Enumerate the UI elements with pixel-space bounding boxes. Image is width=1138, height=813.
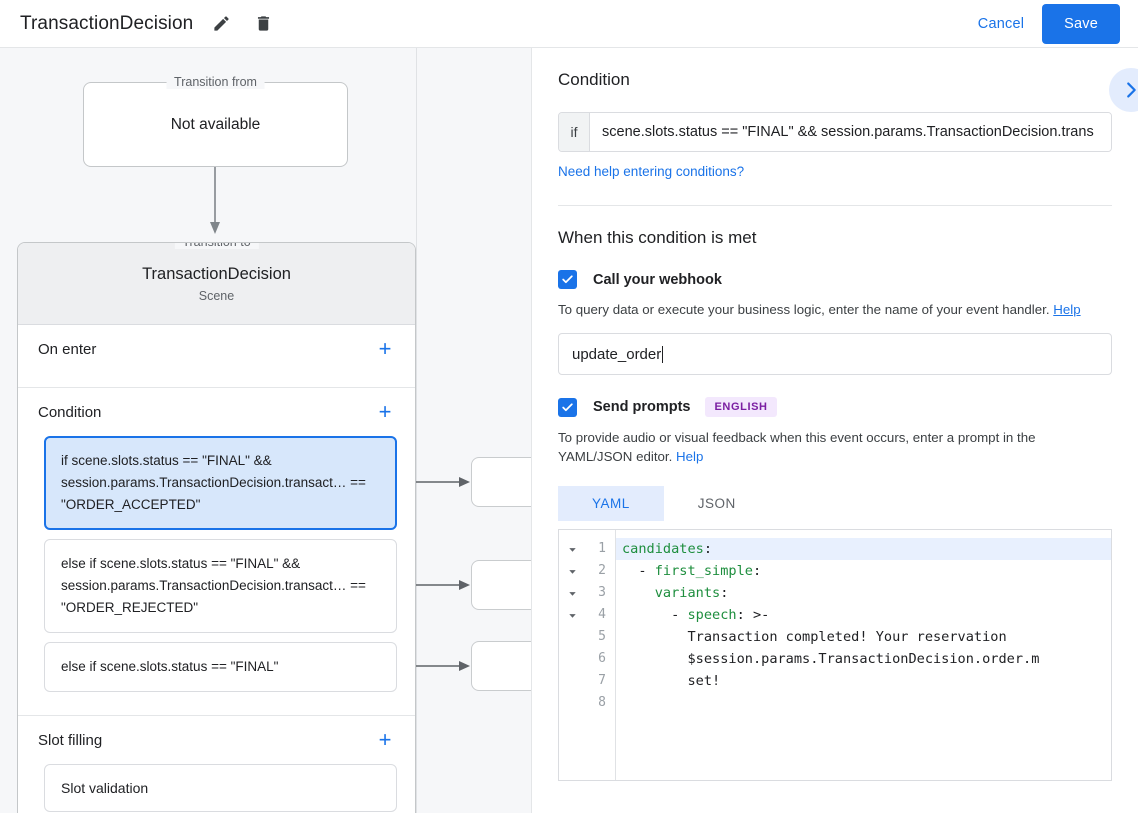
target-node-stub[interactable] (471, 560, 531, 610)
line-number: 4 (598, 607, 606, 622)
cancel-button[interactable]: Cancel (964, 8, 1038, 40)
line-number: 7 (598, 673, 606, 688)
trash-icon[interactable] (249, 10, 277, 38)
condition-detail-panel: Condition if scene.slots.status == "FINA… (531, 48, 1138, 813)
check-icon (562, 402, 573, 411)
check-icon (562, 275, 573, 284)
tab-yaml[interactable]: YAML (558, 486, 664, 521)
transition-from-node[interactable]: Transition from Not available (83, 75, 348, 167)
language-badge: ENGLISH (705, 397, 777, 417)
section-header: On enter + (18, 325, 415, 373)
transition-to-legend: Transition to (174, 243, 259, 249)
fold-toggle-icon[interactable] (567, 560, 578, 582)
top-app-bar: TransactionDecision Cancel Save (0, 0, 1138, 48)
section-slot-filling: Slot filling + Slot validation (18, 716, 415, 813)
target-node-stub[interactable] (471, 457, 531, 507)
panel-top-section: Condition if scene.slots.status == "FINA… (532, 48, 1138, 206)
trash-icon-glyph (257, 16, 269, 31)
line-number: 3 (598, 585, 606, 600)
transition-from-value: Not available (170, 115, 261, 133)
pencil-icon-glyph (214, 16, 229, 31)
send-prompts-helper: To provide audio or visual feedback when… (558, 428, 1112, 466)
slot-validation-item[interactable]: Slot validation (44, 764, 397, 812)
send-prompts-label: Send prompts (593, 399, 691, 415)
scene-graph-canvas[interactable]: Transition from Not available Transition… (0, 48, 531, 813)
section-condition: Condition + if scene.slots.status == "FI… (18, 388, 415, 716)
when-condition-met-heading: When this condition is met (558, 228, 757, 247)
code-line: $session.params.TransactionDecision.orde… (622, 651, 1040, 667)
code-line: set! (622, 673, 721, 689)
call-webhook-row: Call your webhook (558, 270, 1112, 289)
text-caret (662, 345, 664, 363)
call-webhook-helper-text: To query data or execute your business l… (558, 302, 1050, 317)
transition-to-title: TransactionDecision (142, 264, 291, 283)
call-webhook-helper: To query data or execute your business l… (558, 300, 1112, 319)
save-button[interactable]: Save (1042, 3, 1120, 44)
tab-json[interactable]: JSON (697, 496, 736, 511)
line-number: 1 (598, 541, 606, 556)
line-number: 2 (598, 563, 606, 578)
panel-body: When this condition is met Call your web… (532, 206, 1138, 781)
code-line: - first_simple: (638, 563, 762, 579)
code-line: Transaction completed! Your reservation (622, 629, 1007, 645)
line-number: 5 (598, 629, 606, 644)
editor-fold-column (559, 530, 585, 780)
code-line: variants: (654, 585, 729, 601)
section-title-on-enter: On enter (38, 340, 97, 358)
chevron-right-icon-glyph (1127, 82, 1136, 98)
page-title: TransactionDecision (20, 12, 194, 34)
edge-arrowhead (459, 580, 470, 590)
edge-arrowhead (459, 477, 470, 487)
webhook-handler-value: update_order (572, 345, 662, 363)
code-line (616, 692, 1111, 714)
send-prompts-helper-text: To provide audio or visual feedback when… (558, 430, 1036, 464)
editor-code-area[interactable]: candidates: - first_simple: variants: - … (616, 530, 1111, 780)
edge-arrowhead (210, 222, 220, 234)
condition-if-row[interactable]: if scene.slots.status == "FINAL" && sess… (558, 112, 1112, 152)
condition-help-link[interactable]: Need help entering conditions? (558, 164, 745, 179)
send-prompts-help-link[interactable]: Help (676, 449, 704, 464)
chevron-right-icon[interactable] (1109, 68, 1138, 112)
editor-format-tabs: YAML JSON (558, 486, 1112, 521)
transition-to-header[interactable]: TransactionDecision Scene (18, 243, 415, 325)
call-webhook-checkbox[interactable] (558, 270, 577, 289)
call-webhook-label: Call your webhook (593, 271, 722, 288)
fold-toggle-icon[interactable] (567, 582, 578, 604)
condition-item[interactable]: else if scene.slots.status == "FINAL" &&… (44, 539, 397, 633)
section-title-slot-filling: Slot filling (38, 731, 103, 749)
section-on-enter: On enter + (18, 325, 415, 388)
section-header: Slot filling + (18, 716, 415, 764)
transition-to-node: Transition to TransactionDecision Scene … (17, 242, 416, 813)
fold-toggle-icon[interactable] (567, 538, 578, 560)
send-prompts-row: Send prompts ENGLISH (558, 397, 1112, 417)
webhook-handler-input[interactable]: update_order (558, 333, 1112, 375)
panel-heading: Condition (558, 70, 630, 89)
code-line: candidates: (616, 538, 1111, 560)
transition-to-subtitle: Scene (198, 288, 235, 303)
line-number: 8 (598, 695, 606, 710)
section-title-condition: Condition (38, 403, 102, 421)
send-prompts-checkbox[interactable] (558, 397, 577, 417)
call-webhook-help-link[interactable]: Help (1053, 302, 1081, 317)
condition-expression-input[interactable]: scene.slots.status == "FINAL" && session… (590, 113, 1111, 151)
editor-line-number-gutter: 1 2 3 4 5 6 7 8 (585, 530, 616, 780)
add-slot-filling-button[interactable]: + (378, 727, 392, 752)
panel-divider (558, 205, 1112, 206)
edge-arrowhead (459, 661, 470, 671)
add-condition-button[interactable]: + (378, 399, 392, 424)
condition-item-selected[interactable]: if scene.slots.status == "FINAL" && sess… (44, 436, 397, 530)
target-node-stub[interactable] (471, 641, 531, 691)
add-on-enter-button[interactable]: + (378, 336, 392, 361)
line-number: 6 (598, 651, 606, 666)
yaml-code-editor[interactable]: 1 2 3 4 5 6 7 8 candidates: - first_simple: var… (558, 529, 1112, 781)
transition-from-legend: Transition from (166, 75, 265, 89)
condition-item[interactable]: else if scene.slots.status == "FINAL" (44, 642, 397, 692)
if-prefix-label: if (559, 113, 590, 151)
section-header: Condition + (18, 388, 415, 436)
lane-divider (416, 48, 417, 813)
pencil-icon[interactable] (207, 10, 235, 38)
fold-toggle-icon[interactable] (567, 604, 578, 626)
code-line: - speech: >- (671, 607, 770, 623)
